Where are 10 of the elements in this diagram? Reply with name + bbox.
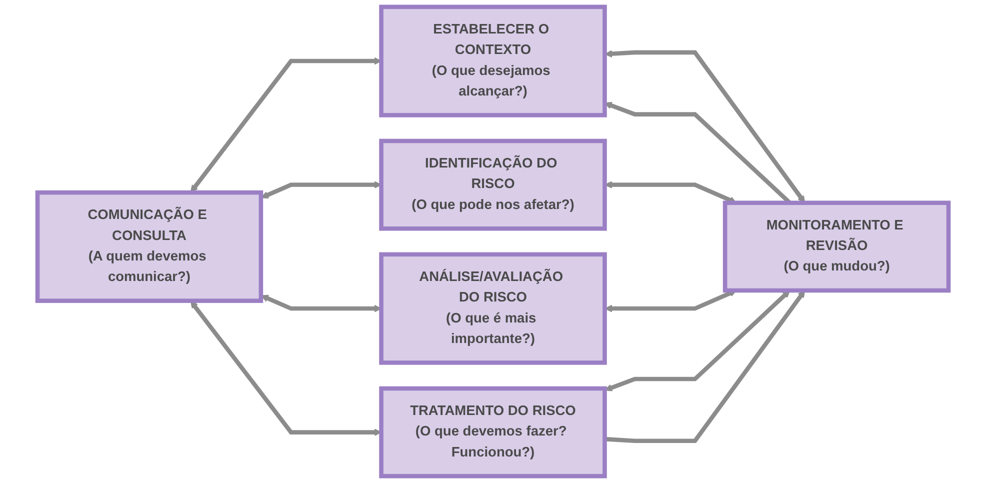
- arrow: [604, 290, 737, 312]
- node-box: ANÁLISE/AVALIAÇÃO DO RISCO (O que é mais importante?): [379, 252, 607, 365]
- node-box: TRATAMENTO DO RISCO (O que devemos fazer? Funcionou?): [379, 386, 607, 478]
- arrow: [604, 290, 806, 444]
- node-box: COMUNICAÇÃO E CONSULTA (A quem devemos comunicar?): [35, 190, 264, 303]
- node-box: MONITORAMENTO E REVISÃO (O que mudou?): [722, 200, 951, 293]
- arrow: [604, 50, 806, 204]
- node-box: ESTABELECER O CONTEXTO (O que desejamos alcançar?): [379, 4, 607, 118]
- node-box: IDENTIFICAÇÃO DO RISCO (O que pode nos afetar?): [379, 138, 607, 231]
- arrow: [604, 290, 790, 392]
